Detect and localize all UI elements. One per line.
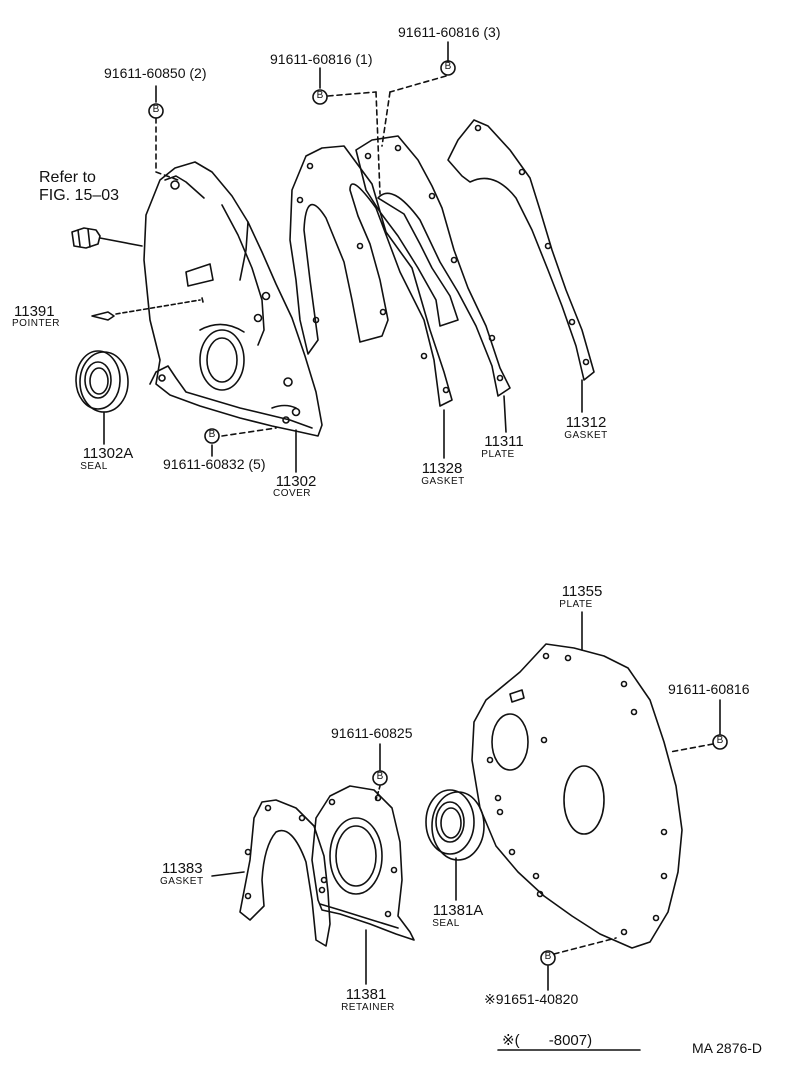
part-name-seal-11302A: SEAL	[80, 461, 108, 472]
figure-code: MA 2876-D	[692, 1040, 763, 1056]
bolt-label-91611-60850: 91611-60850 (2)	[104, 65, 207, 81]
bolt-label-91611-60816-1: 91611-60816 (1)	[270, 51, 373, 67]
fitting-drawing	[71, 227, 143, 249]
upper-solid-leaders	[155, 41, 449, 473]
upper-leaders	[155, 75, 447, 437]
retainer-11381-drawing	[311, 785, 415, 985]
bolt-marker-b7: B	[544, 951, 552, 962]
part-number-11312: 11312	[565, 414, 607, 431]
part-number-11381A: 11381A	[432, 902, 484, 919]
lower-leaders	[553, 743, 714, 955]
part-name-plate-11311: PLATE	[481, 449, 515, 460]
bolt-label-91611-60825: 91611-60825	[331, 725, 413, 741]
bolt-marker-b5: B	[716, 735, 724, 746]
bolt-label-91651-40820: ※91651-40820	[484, 991, 579, 1007]
part-name-plate-11355: PLATE	[559, 599, 593, 610]
gasket-11383-drawing	[211, 799, 331, 947]
bolt-marker-b6: B	[376, 771, 384, 782]
footnote: ※( -8007)	[502, 1032, 593, 1049]
bolt-label-91611-60816-lower: 91611-60816	[668, 681, 750, 697]
part-number-11302: 11302	[275, 473, 317, 490]
part-name-gasket-11328: GASKET	[421, 476, 465, 487]
bolt-marker-b1: B	[152, 104, 160, 115]
part-name-retainer: RETAINER	[341, 1002, 395, 1013]
gasket-11328-drawing	[289, 145, 453, 459]
part-number-11302A: 11302A	[82, 445, 134, 462]
part-number-11328: 11328	[421, 460, 463, 477]
plate-11355-drawing	[471, 611, 683, 949]
part-name-cover: COVER	[272, 488, 312, 499]
part-number-11391: 11391	[14, 303, 55, 320]
part-name-gasket-11383: GASKET	[160, 876, 204, 887]
bolt-label-91611-60832: 91611-60832 (5)	[163, 456, 266, 472]
lower-solid-leaders	[379, 699, 721, 1051]
bolt-marker-b2: B	[316, 90, 324, 101]
part-number-11355: 11355	[561, 583, 603, 600]
bolt-markers	[148, 60, 728, 966]
refer-to-line2: FIG. 15–03	[39, 187, 120, 204]
bolt-marker-b4: B	[208, 429, 216, 440]
bolt-label-91611-60816-3: 91611-60816 (3)	[398, 24, 501, 40]
part-name-gasket-11312: GASKET	[564, 430, 608, 441]
timing-cover-drawing	[143, 161, 323, 437]
part-number-11383: 11383	[162, 860, 203, 877]
pointer-drawing	[91, 297, 204, 321]
seal-11302a-drawing	[75, 350, 129, 445]
part-number-11381: 11381	[345, 986, 387, 1003]
seal-11381a-drawing	[425, 789, 485, 901]
part-name-pointer: POINTER	[12, 318, 60, 329]
part-name-seal-11381A: SEAL	[432, 918, 460, 929]
gasket-11312-drawing	[447, 119, 595, 413]
refer-to-line1: Refer to	[39, 169, 96, 186]
bolt-marker-b3: B	[444, 61, 452, 72]
part-number-11311: 11311	[484, 433, 524, 450]
plate-11311-drawing	[355, 135, 511, 433]
